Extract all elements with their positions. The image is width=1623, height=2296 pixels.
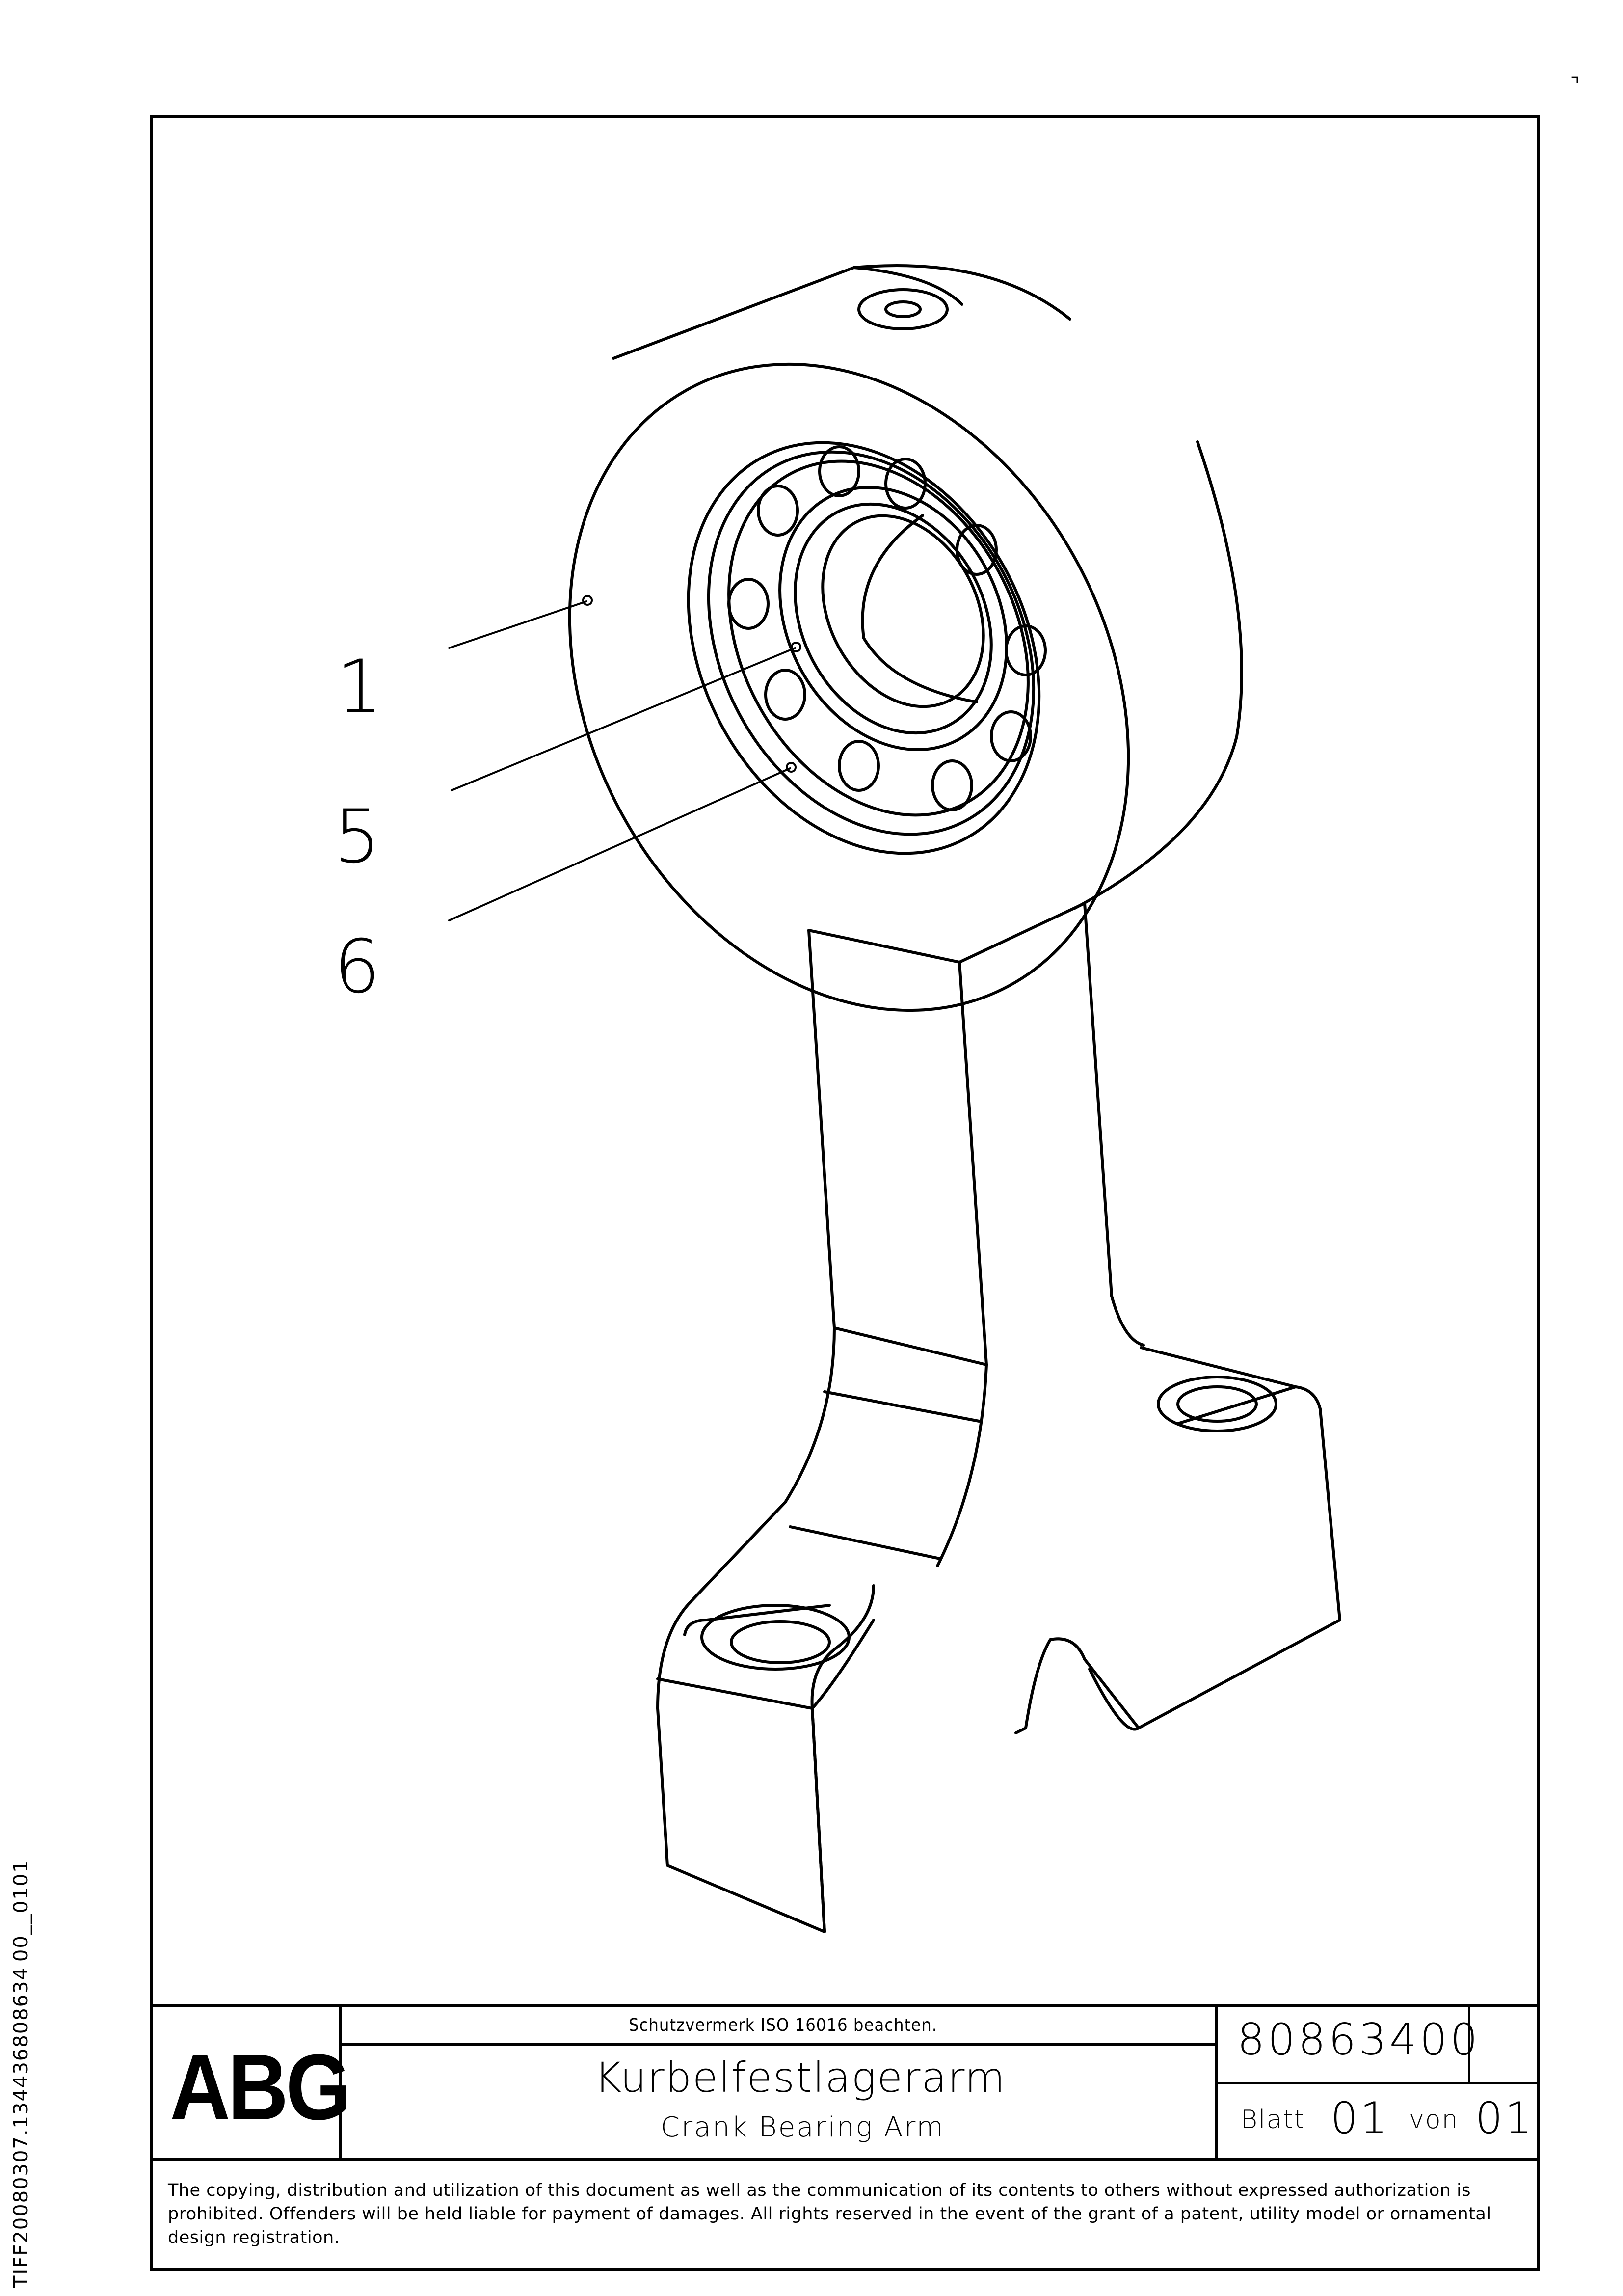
callout-5: 5: [334, 794, 381, 880]
side-file-id: TIFF20080307.134436808634 00__0101: [10, 1859, 32, 2288]
sheet-total: 01: [1475, 2093, 1534, 2143]
bearing-housing: [568, 264, 1243, 1012]
title-block-top-line: [150, 2004, 1540, 2007]
callout-6: 6: [334, 924, 381, 1010]
document-number: 80863400: [1237, 2014, 1481, 2065]
protection-note: Schutzvermerk ISO 16016 beachten.: [629, 2015, 938, 2035]
title-block-bottom-line: [150, 2158, 1540, 2161]
title-german: Kurbelfestlagerarm: [594, 2053, 1006, 2102]
title-block: ABG Schutzvermerk ISO 16016 beachten. Ku…: [150, 2004, 1540, 2271]
corner-mark: ⌝: [1570, 74, 1580, 96]
title-block-number-divider: [1215, 2004, 1218, 2159]
title-block-logo-divider: [339, 2004, 342, 2159]
sheet-number: 01: [1330, 2093, 1389, 2143]
abg-logo: ABG: [170, 2035, 351, 2139]
callout-1: 1: [336, 645, 383, 730]
of-label: von: [1409, 2105, 1459, 2134]
drawing-frame: [150, 115, 1540, 2271]
sheet-label: Blatt: [1241, 2105, 1305, 2134]
title-english: Crank Bearing Arm: [661, 2111, 945, 2143]
title-block-corner-box: [1468, 2004, 1470, 2083]
crank-arm: [656, 902, 1341, 1933]
leader-lines: [448, 595, 801, 921]
title-block-note-line: [339, 2043, 1218, 2046]
copyright-notice: The copying, distribution and utilizatio…: [168, 2181, 1491, 2247]
title-block-sheet-line: [1215, 2082, 1540, 2084]
